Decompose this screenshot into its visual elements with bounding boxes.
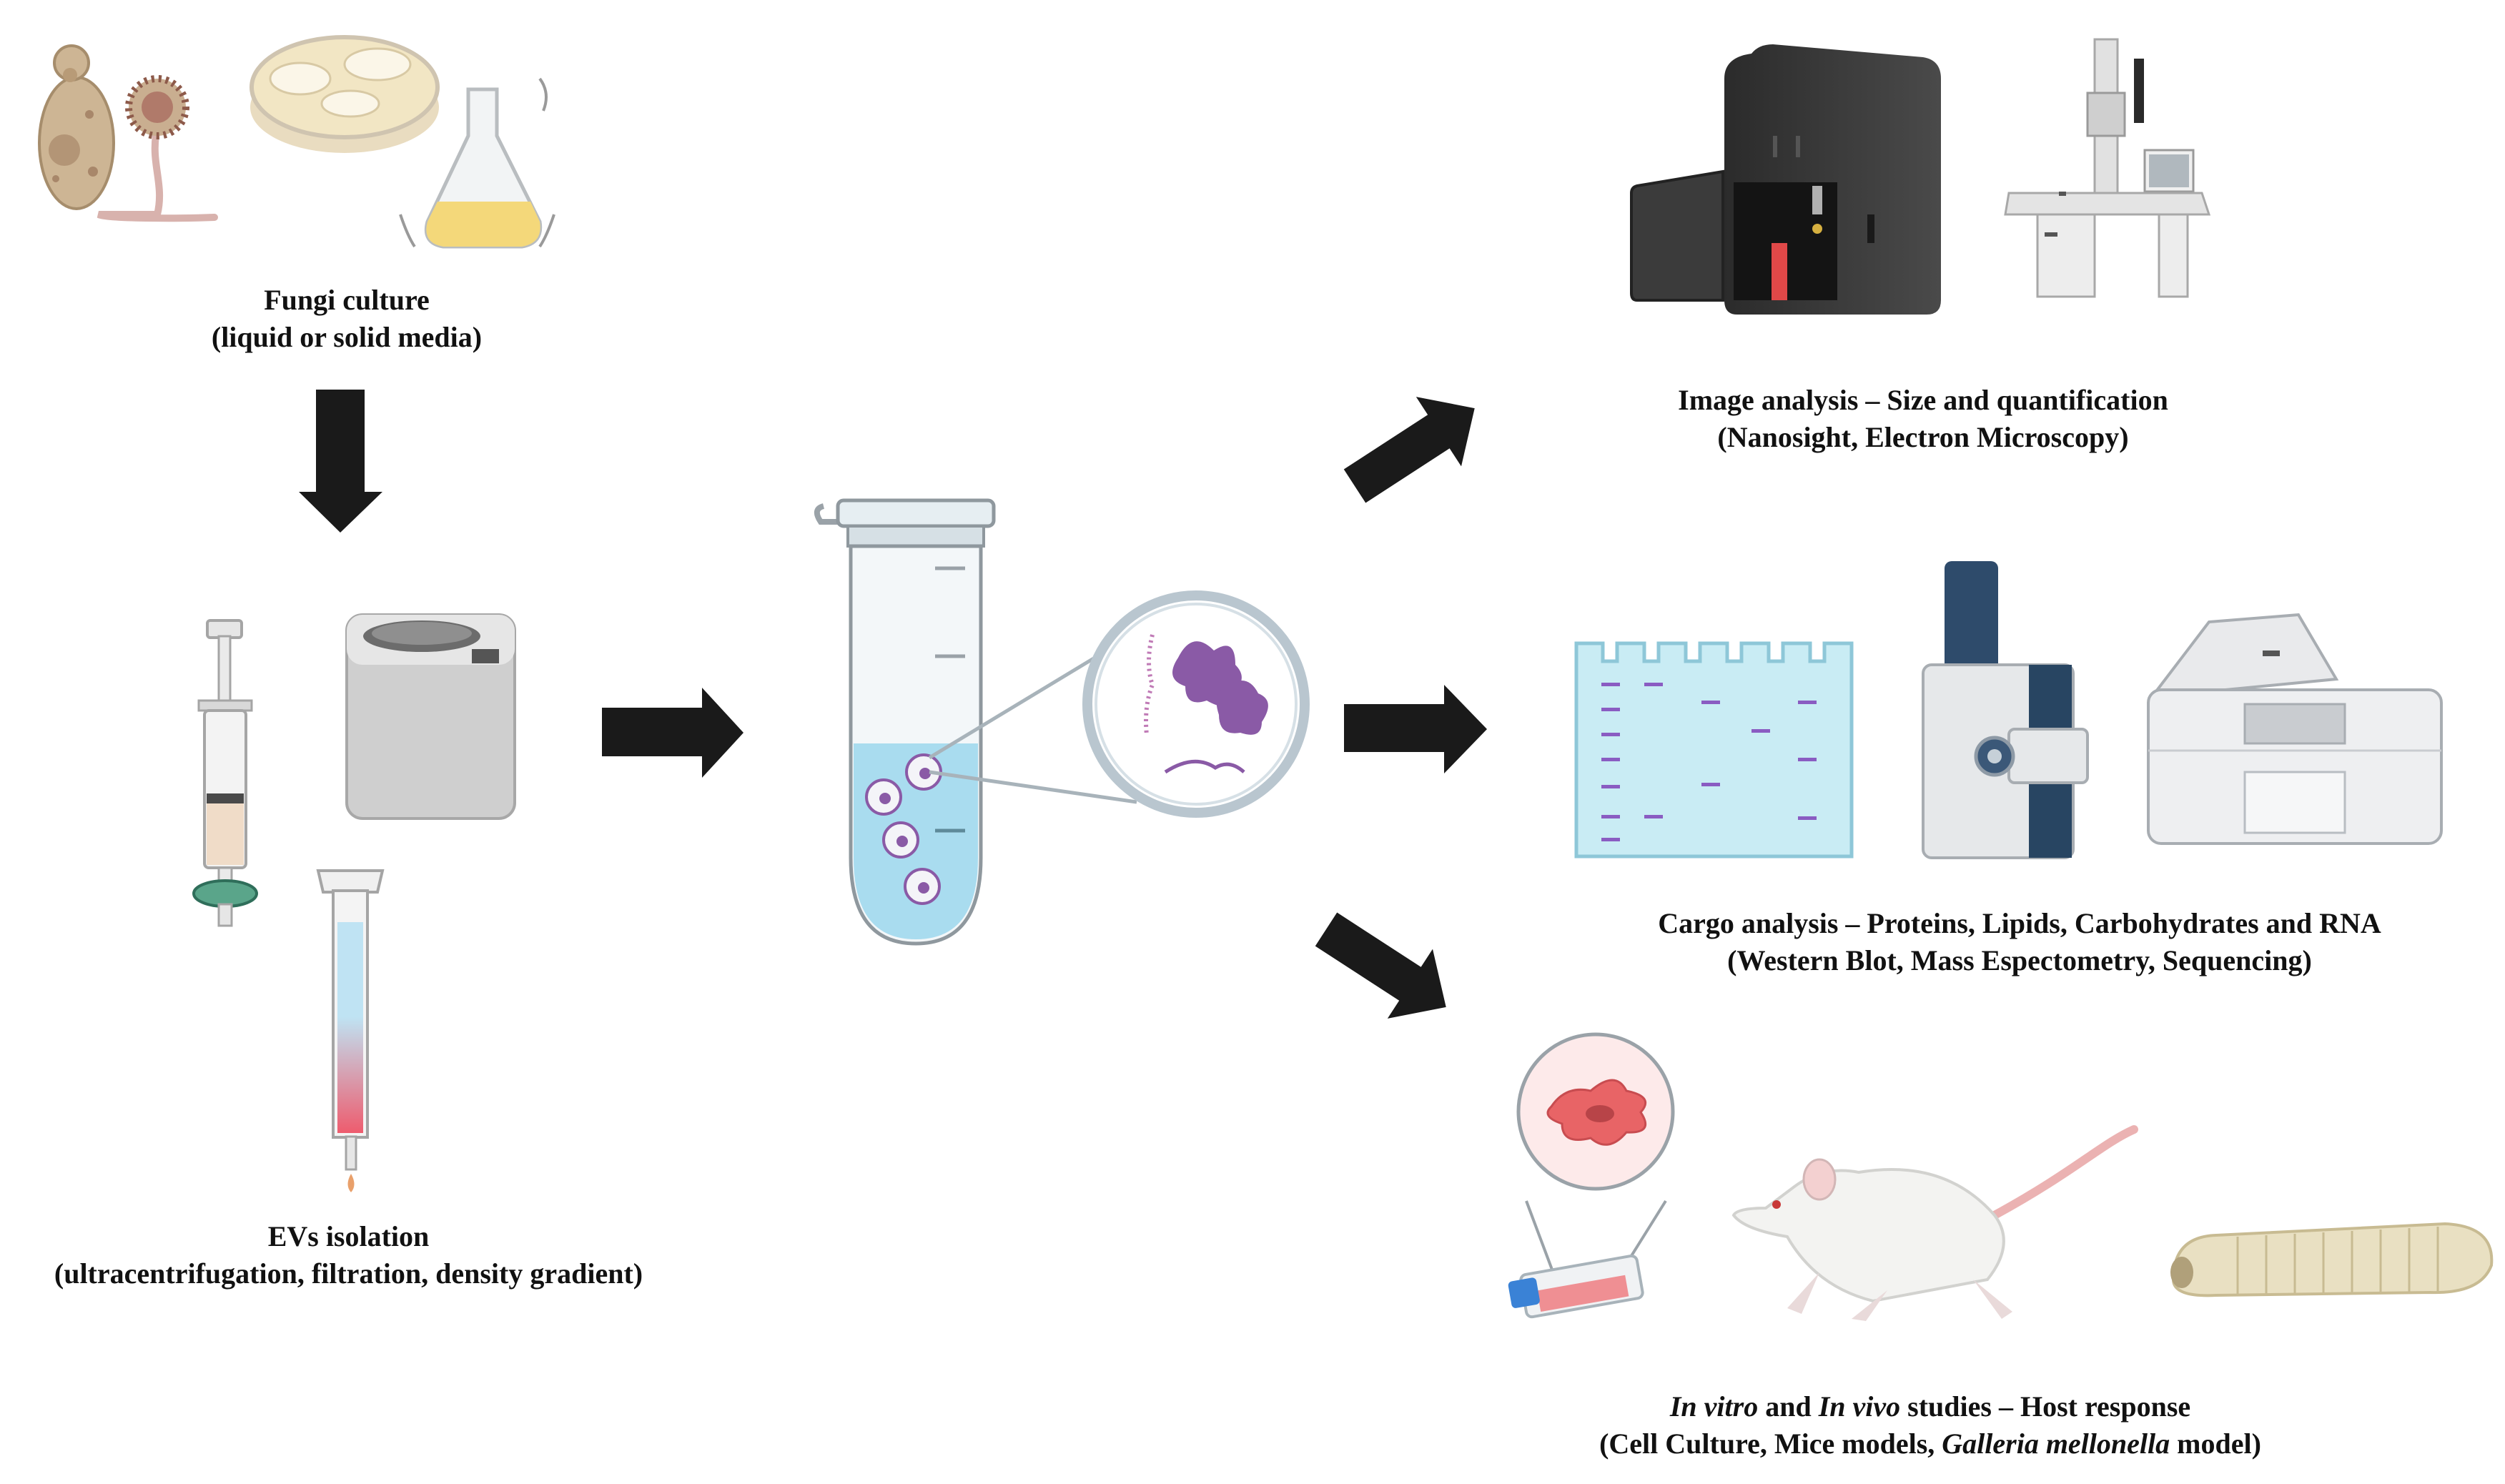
cargo-caption-subtitle: (Western Blot, Mass Espectometry, Sequen… <box>1727 944 2312 976</box>
image-analysis-caption: Image analysis – Size and quantification… <box>1609 382 2238 456</box>
centrifuge-icon <box>345 613 516 820</box>
cell-culture-flask-icon <box>1508 1032 1675 1319</box>
host-caption-subtitle: (Cell Culture, Mice models, Galleria mel… <box>1537 1425 2323 1463</box>
host-caption-title: In vitro and In vivo studies – Host resp… <box>1537 1388 2323 1425</box>
and-text: and <box>1758 1390 1819 1423</box>
flask-icon <box>399 77 555 249</box>
western-blot-gel-icon <box>1574 641 1854 859</box>
syringe-filter-icon <box>192 619 258 927</box>
microtube-icon <box>814 498 996 946</box>
isolation-caption-title: EVs isolation <box>267 1220 430 1252</box>
petri-dish-icon <box>249 35 440 153</box>
host-title-end: studies – Host response <box>1900 1390 2191 1423</box>
electron-microscope-icon <box>2004 38 2211 298</box>
host-response-caption: In vitro and In vivo studies – Host resp… <box>1537 1388 2323 1463</box>
host-sub-start: (Cell Culture, Mice models, <box>1599 1428 1942 1460</box>
fungi-culture-caption: Fungi culture (liquid or solid media) <box>207 282 486 356</box>
mouse-icon <box>1731 1125 2138 1321</box>
mold-icon <box>97 75 218 222</box>
cargo-analysis-caption: Cargo analysis – Proteins, Lipids, Carbo… <box>1609 905 2431 979</box>
host-sub-end: model) <box>2170 1428 2261 1460</box>
image-caption-title: Image analysis – Size and quantification <box>1678 384 2168 416</box>
mass-spectrometer-icon <box>1922 561 2089 859</box>
sequencer-icon <box>2147 613 2443 845</box>
in-vitro-text: In vitro <box>1669 1390 1759 1423</box>
image-caption-subtitle: (Nanosight, Electron Microscopy) <box>1717 421 2129 453</box>
yeast-icon <box>38 44 115 210</box>
evs-isolation-caption: EVs isolation (ultracentrifugation, filt… <box>14 1218 683 1292</box>
isolation-caption-subtitle: (ultracentrifugation, filtration, densit… <box>54 1257 643 1290</box>
in-vivo-text: In vivo <box>1818 1390 1901 1423</box>
magnifier-icon <box>928 590 1310 818</box>
fungi-caption-subtitle: (liquid or solid media) <box>211 321 483 353</box>
larva-icon <box>2170 1222 2494 1297</box>
nanosight-icon <box>1630 44 1941 315</box>
fungi-caption-title: Fungi culture <box>264 284 430 316</box>
arrow-icon <box>299 390 1487 1019</box>
galleria-text: Galleria mellonella <box>1942 1428 2170 1460</box>
cargo-caption-title: Cargo analysis – Proteins, Lipids, Carbo… <box>1658 907 2381 939</box>
gradient-column-icon <box>316 869 385 1192</box>
